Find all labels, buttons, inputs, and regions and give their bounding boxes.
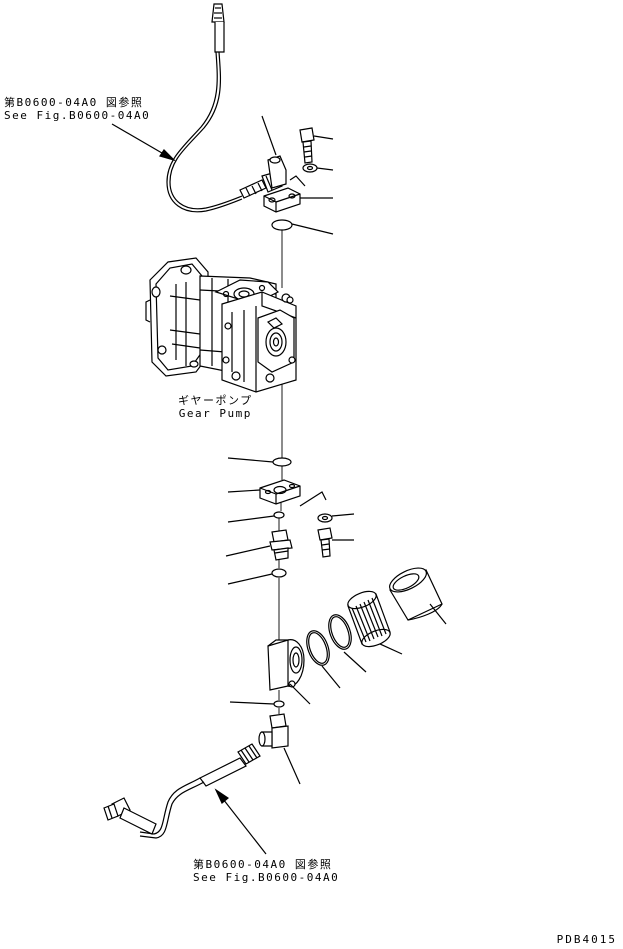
middle-washer bbox=[318, 514, 354, 522]
middle-flange bbox=[228, 480, 326, 506]
top-reference-en: See Fig.B0600-04A0 bbox=[4, 109, 151, 122]
middle-bolt bbox=[318, 528, 354, 557]
bottom-reference-en: See Fig.B0600-04A0 bbox=[193, 871, 340, 884]
top-bolt bbox=[300, 128, 333, 163]
filter-element bbox=[345, 588, 402, 654]
top-washer bbox=[303, 164, 333, 172]
lower-o-ring bbox=[228, 569, 286, 584]
drawing-number: PDB4015 bbox=[556, 933, 617, 946]
top-reference-arrow bbox=[112, 124, 174, 160]
top-figure-reference: 第B0600-04A0 図参照 See Fig.B0600-04A0 bbox=[4, 96, 150, 122]
middle-o-ring bbox=[228, 458, 291, 466]
top-elbow-fitting bbox=[262, 116, 286, 188]
top-o-ring bbox=[272, 220, 333, 234]
middle-small-o-ring bbox=[228, 512, 284, 522]
bottom-small-o-ring bbox=[230, 701, 284, 707]
bottom-reference-ja: 第B0600-04A0 図参照 bbox=[193, 858, 333, 871]
filter-bowl bbox=[386, 563, 446, 624]
gear-pump-label: ギヤーポンプ Gear Pump bbox=[178, 394, 253, 420]
bottom-reference-arrow bbox=[216, 790, 266, 854]
top-hose bbox=[167, 4, 242, 212]
top-flange bbox=[264, 176, 333, 212]
bottom-figure-reference: 第B0600-04A0 図参照 See Fig.B0600-04A0 bbox=[193, 858, 339, 884]
center-axis bbox=[279, 230, 282, 714]
bottom-hose bbox=[104, 744, 260, 838]
top-reference-ja: 第B0600-04A0 図参照 bbox=[4, 96, 144, 109]
filter-head bbox=[268, 640, 310, 704]
gear-pump-label-en: Gear Pump bbox=[178, 407, 252, 420]
gear-pump bbox=[146, 258, 296, 392]
middle-nipple bbox=[226, 530, 292, 560]
bottom-elbow-fitting bbox=[259, 714, 300, 784]
filter-o-ring-2 bbox=[324, 612, 366, 672]
gear-pump-label-ja: ギヤーポンプ bbox=[178, 394, 253, 407]
filter-o-ring-1 bbox=[302, 628, 340, 688]
